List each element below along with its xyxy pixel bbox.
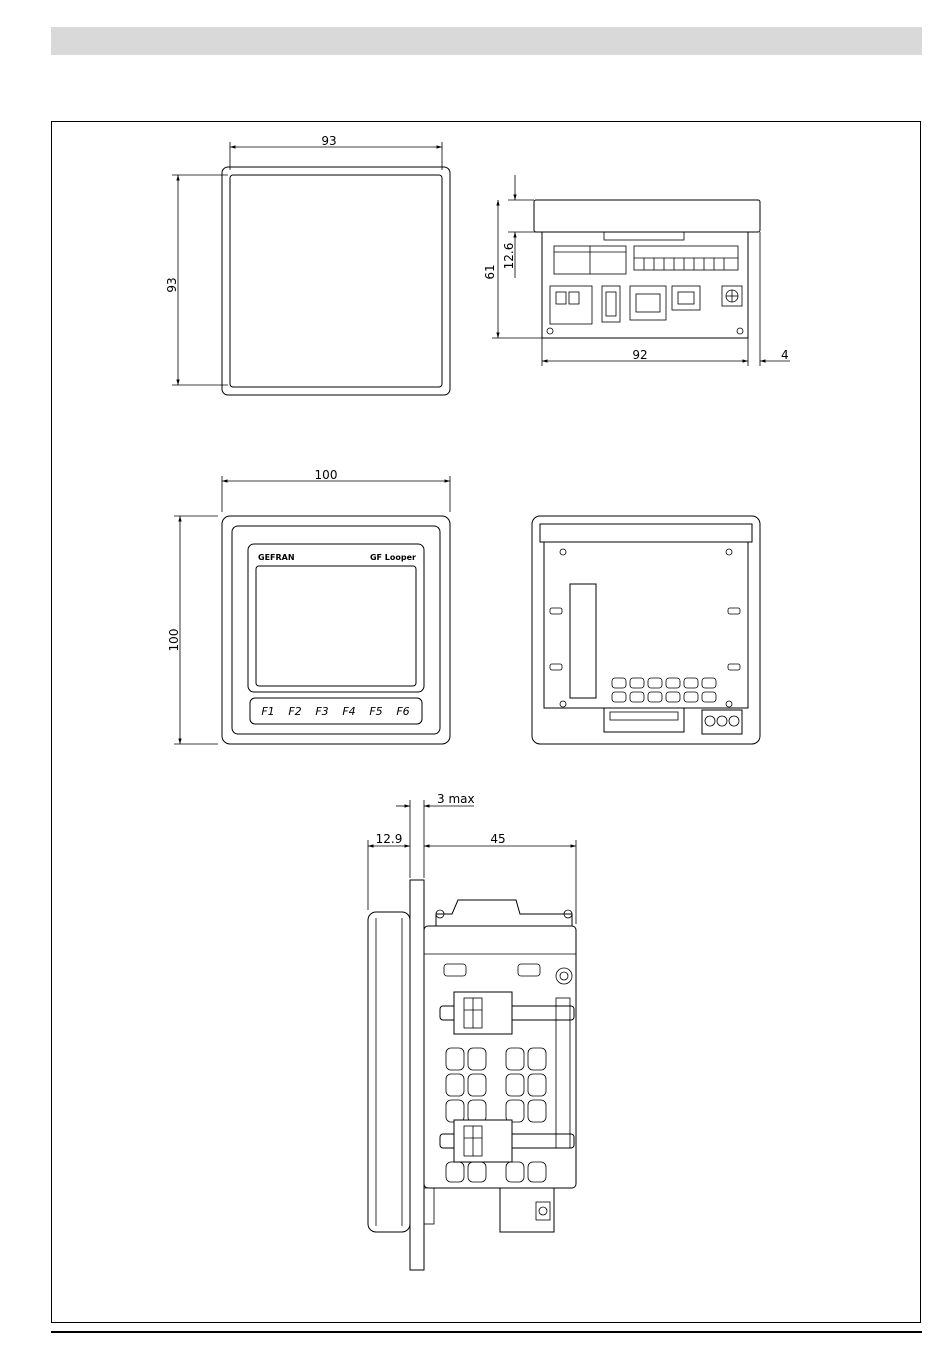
side-view: 3 max 12.9 45 <box>368 792 576 1270</box>
mounting-panel <box>410 880 424 1270</box>
rear-terminal-block <box>702 710 742 734</box>
top-view: 12.6 61 92 4 <box>483 175 790 366</box>
rear-slot-grid <box>612 678 716 702</box>
front-view: 93 93 <box>165 134 450 395</box>
top-height-dim: 61 <box>483 264 497 279</box>
rear-top-rail <box>540 524 752 542</box>
function-key-f4[interactable]: F4 <box>342 705 355 718</box>
panel-height-dim: 100 <box>167 629 181 652</box>
function-key-f2[interactable]: F2 <box>288 705 301 718</box>
function-key-f6[interactable]: F6 <box>396 705 409 718</box>
brand-left: GEFRAN <box>258 553 295 562</box>
top-flange <box>534 200 760 232</box>
top-body <box>542 232 748 338</box>
lower-clamp-block <box>454 1120 512 1162</box>
panel-thickness-dim: 3 max <box>437 792 475 806</box>
rj-port <box>672 286 700 310</box>
side-bottom-connector <box>500 1188 554 1232</box>
rear-body <box>544 542 748 708</box>
front-height-dim: 93 <box>165 277 179 292</box>
display-screen <box>256 566 416 686</box>
side-front-bezel <box>368 912 410 1232</box>
top-flange-dim: 12.6 <box>502 243 516 270</box>
front-depth-dim: 12.9 <box>376 832 403 846</box>
top-width-dim: 92 <box>632 348 647 362</box>
function-key-f5[interactable]: F5 <box>369 705 382 718</box>
top-margin-dim: 4 <box>781 348 789 362</box>
front-bezel-outer <box>222 167 450 395</box>
upper-clamp-block <box>454 992 512 1034</box>
front-width-dim: 93 <box>321 134 336 148</box>
function-key-f3[interactable]: F3 <box>315 705 328 718</box>
function-key-f1[interactable]: F1 <box>261 705 274 718</box>
usb-port <box>602 286 620 322</box>
ethernet-port <box>630 286 666 320</box>
body-depth-dim: 45 <box>490 832 505 846</box>
front-bezel-inner <box>230 175 442 387</box>
panel-width-dim: 100 <box>315 468 338 482</box>
brand-right: GF Looper <box>370 553 416 562</box>
panel-view: GEFRAN GF Looper F1 F2 F3 F4 F5 F6 100 1… <box>167 468 450 744</box>
side-top-clip <box>436 900 572 926</box>
rear-view <box>532 516 760 744</box>
rear-connector-slot <box>570 584 596 698</box>
